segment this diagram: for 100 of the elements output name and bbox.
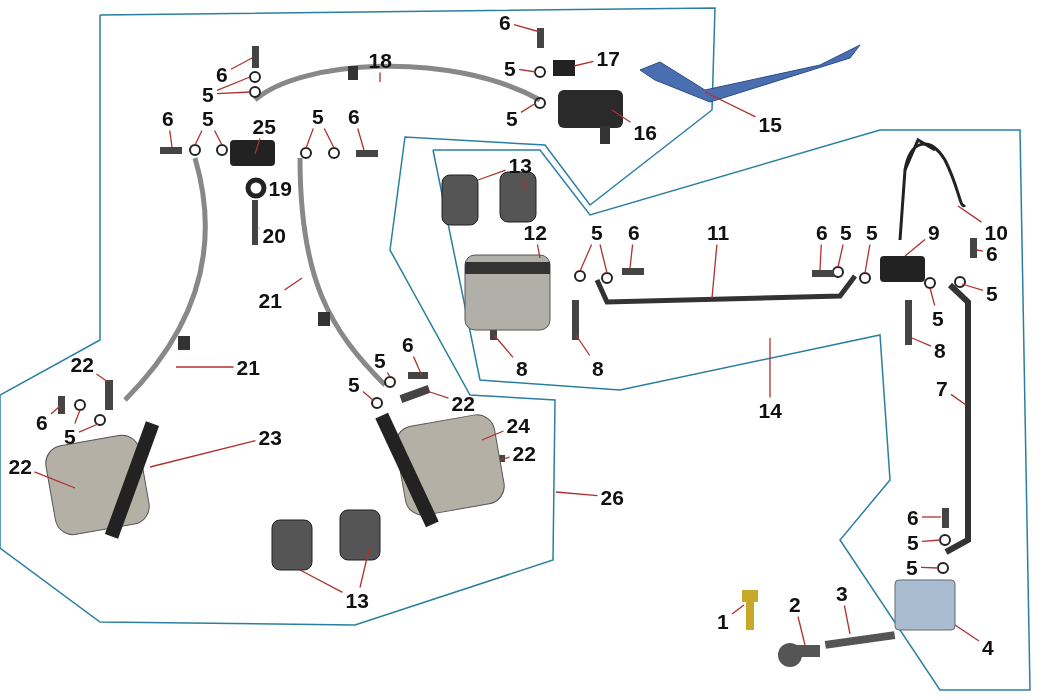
leader-line [429,391,450,399]
leader-line [575,334,591,357]
callout-number: 5 [374,349,386,371]
callout-number: 22 [8,455,32,477]
callout-number: 10 [984,221,1008,243]
callout-number: 5 [986,282,998,304]
leader-line [579,243,593,272]
leader-line [264,187,267,189]
callout-number: 6 [628,221,640,243]
leader-line [797,615,806,646]
callout-number: 6 [348,105,360,127]
leader-line [254,137,261,155]
callout-number: 8 [516,357,528,379]
leader-line [194,129,203,146]
callout-number: 22 [512,442,536,464]
leader-line [305,127,314,149]
callout-number: 5 [932,307,944,329]
callout-number: 26 [600,486,624,508]
callout-number: 13 [508,154,532,176]
callout-number: 5 [591,221,603,243]
callout-number: 6 [816,221,828,243]
callout-number: 7 [936,377,948,399]
callout-number: 5 [312,105,324,127]
leader-line [769,337,771,399]
callout-number: 5 [504,57,516,79]
leader-line [362,390,375,402]
callout-number: 24 [506,414,530,436]
leader-line [731,604,745,615]
leader-line [513,23,541,33]
callout-number: 21 [236,356,260,378]
callout-number: 6 [162,107,174,129]
leader-line [493,334,514,359]
callout-number: 6 [986,242,998,264]
leader-line [499,456,511,461]
leader-line [149,439,257,468]
leader-line [412,355,423,377]
leader-line [481,430,505,441]
callout-number: 5 [840,221,852,243]
leader-line [175,366,235,368]
leader-line [78,423,99,433]
leader-line [921,539,941,542]
callout-number: 20 [262,224,286,246]
callout-number: 8 [592,357,604,379]
callout-number: 6 [402,333,414,355]
callout-number: 6 [907,506,919,528]
leader-line [216,91,251,95]
leader-line [299,569,344,594]
callout-number: 1 [717,610,729,632]
leader-line [629,243,634,269]
callout-number: 5 [64,425,76,447]
leader-line [536,243,541,259]
leader-line [976,249,984,252]
leader-line [864,243,871,274]
leader-line [611,109,632,123]
leader-line [921,516,942,518]
leader-line [283,277,303,291]
callout-number: 22 [451,392,475,414]
callout-number: 25 [252,115,276,137]
leader-line [74,409,81,425]
leader-line [323,127,335,149]
leader-line [711,243,718,299]
leader-line [50,405,61,415]
callout-number: 5 [348,373,360,395]
callout-number: 16 [633,121,657,143]
callout-number: 3 [836,582,848,604]
leader-line [957,205,983,223]
leader-line [843,604,851,635]
leader-line [379,71,381,83]
leader-line [704,91,757,118]
leader-line [477,169,507,181]
leader-line [359,544,371,589]
leader-line [216,76,251,92]
callout-number: 6 [36,411,48,433]
leader-line [599,243,608,274]
leader-line [819,243,822,271]
callout-number: 17 [596,47,620,69]
callout-number: 5 [202,107,214,129]
callout-number: 11 [707,221,730,243]
callout-number: 5 [866,221,878,243]
leader-line [357,127,365,151]
callout-number: 5 [907,531,919,553]
callout-number: 13 [345,589,369,611]
leader-line [520,102,537,114]
callout-number: 5 [202,83,214,105]
leader-line [954,624,980,642]
callout-number: 5 [906,556,918,578]
leader-line [95,373,109,383]
leader-line [213,129,223,146]
callout-number: 19 [268,177,292,199]
leader-line [920,566,939,569]
leader-line [961,283,984,291]
callout-number: 12 [523,221,547,243]
callout-number: 14 [758,399,782,421]
callout-number: 22 [70,353,94,375]
leader-line [555,491,599,497]
callout-number: 4 [982,636,994,658]
callout-number: 8 [934,339,946,361]
leader-line [169,129,173,148]
callout-number: 6 [499,11,511,33]
callout-number: 9 [928,221,940,243]
